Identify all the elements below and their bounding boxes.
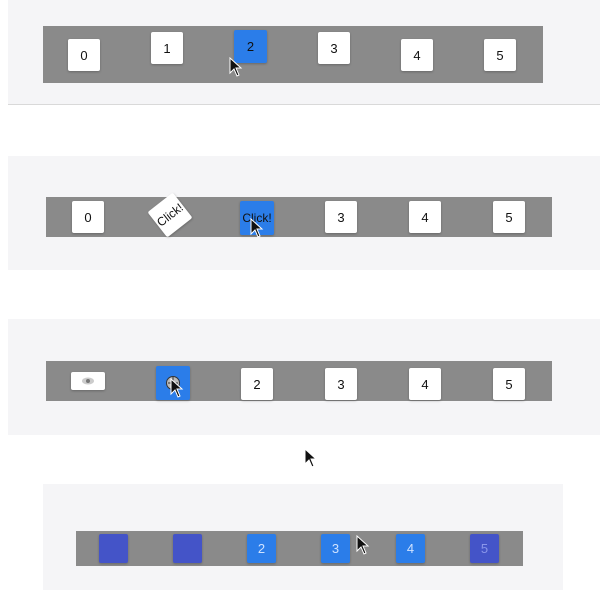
tile-0[interactable]: 0 xyxy=(68,39,100,71)
tile-4[interactable]: 4 xyxy=(409,201,441,233)
tile-5[interactable]: 5 xyxy=(493,368,525,400)
eye-icon xyxy=(82,377,94,385)
click-label: Click! xyxy=(154,200,186,230)
tile-4[interactable]: 4 xyxy=(409,368,441,400)
tile-4[interactable]: 4 xyxy=(396,534,425,563)
tile-bar-1 xyxy=(43,26,543,83)
tile-0[interactable] xyxy=(99,534,128,563)
mouse-cursor-icon xyxy=(356,535,370,555)
tile-2[interactable]: 2 xyxy=(241,368,273,400)
tile-2[interactable]: 2 xyxy=(247,534,276,563)
tile-bar-4 xyxy=(76,531,523,566)
tile-0-collapsed[interactable] xyxy=(71,372,105,390)
mouse-cursor-icon xyxy=(170,378,184,398)
mouse-cursor-icon xyxy=(304,448,318,468)
tile-4[interactable]: 4 xyxy=(401,39,433,71)
tile-3[interactable]: 3 xyxy=(325,368,357,400)
tile-3[interactable]: 3 xyxy=(325,201,357,233)
tile-bar-2 xyxy=(46,197,552,237)
tile-1[interactable] xyxy=(173,534,202,563)
tile-5[interactable]: 5 xyxy=(470,534,499,563)
mouse-cursor-icon xyxy=(250,218,264,238)
tile-bar-3 xyxy=(46,361,552,401)
tile-0[interactable]: 0 xyxy=(72,201,104,233)
tile-3[interactable]: 3 xyxy=(321,534,350,563)
click-label: Click! xyxy=(242,211,272,225)
mouse-cursor-icon xyxy=(229,57,243,77)
tile-1[interactable]: 1 xyxy=(151,32,183,64)
tile-5[interactable]: 5 xyxy=(493,201,525,233)
tile-3[interactable]: 3 xyxy=(318,32,350,64)
tile-2-active[interactable]: 2 xyxy=(234,30,267,63)
tile-5[interactable]: 5 xyxy=(484,39,516,71)
